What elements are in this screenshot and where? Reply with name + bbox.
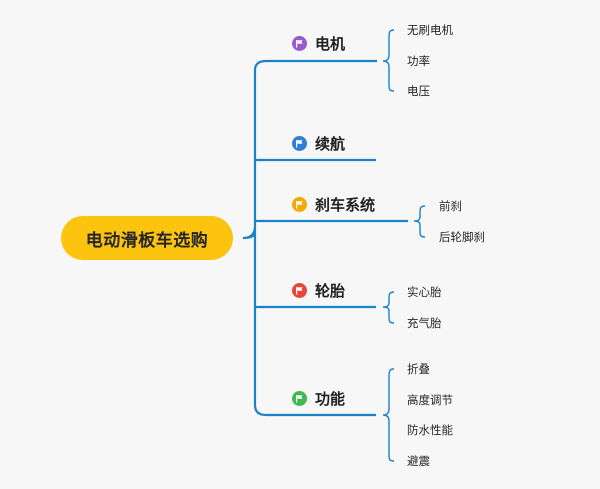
flag-icon [292,35,307,51]
brace-function [382,368,395,462]
branch-tire[interactable]: 轮胎 [292,278,345,302]
brace-brake [413,205,426,238]
branch-label: 轮胎 [315,281,346,300]
flag-icon [292,135,307,151]
branch-motor[interactable]: 电机 [292,31,345,55]
leaf-node[interactable]: 折叠 [407,362,430,376]
leaf-node[interactable]: 充气胎 [407,316,442,330]
root-label: 电动滑板车选购 [85,230,209,251]
leaf-node[interactable]: 无刷电机 [407,23,453,37]
leaf-node[interactable]: 前刹 [439,199,462,213]
root-node[interactable]: 电动滑板车选购 [61,216,233,260]
leaf-node[interactable]: 后轮脚刹 [439,230,485,244]
branch-label: 电机 [315,34,346,53]
branch-label: 续航 [315,134,346,153]
leaf-node[interactable]: 功率 [407,54,430,68]
brace-motor [382,29,395,92]
leaf-node[interactable]: 实心胎 [407,285,442,299]
flag-icon [292,390,307,406]
brace-tire [382,291,395,324]
flag-icon [292,282,307,298]
branch-battery[interactable]: 续航 [292,131,345,155]
leaf-node[interactable]: 电压 [407,84,430,98]
branch-label: 刹车系统 [315,195,376,214]
leaf-node[interactable]: 防水性能 [407,423,453,437]
branch-label: 功能 [315,389,346,408]
branch-function[interactable]: 功能 [292,386,345,410]
branch-brake[interactable]: 刹车系统 [292,192,375,216]
flag-icon [292,196,307,212]
leaf-node[interactable]: 高度调节 [407,393,453,407]
leaf-node[interactable]: 避震 [407,454,430,468]
root-bracket [242,59,277,417]
